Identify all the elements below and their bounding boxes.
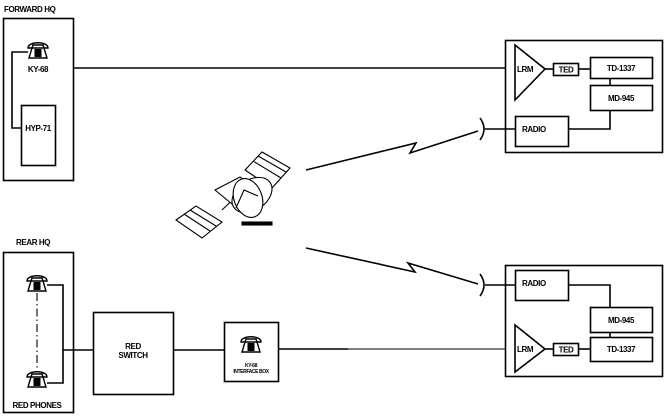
bottom-radio-link bbox=[305, 247, 479, 285]
red-phone-top-icon bbox=[26, 275, 48, 292]
bottom-radio-label: RADIO bbox=[522, 279, 546, 288]
top-radio-box bbox=[514, 115, 570, 148]
phone-to-hyp-line bbox=[11, 51, 28, 129]
top-md945-label: MD-945 bbox=[608, 94, 635, 103]
bottom-antenna-icon bbox=[479, 273, 485, 297]
top-ted-label: TED bbox=[559, 66, 574, 75]
phones-bus-line bbox=[47, 284, 64, 384]
top-antenna-icon bbox=[479, 117, 485, 141]
red-switch-label-line2: SWITCH bbox=[118, 351, 148, 360]
hyp71-box bbox=[20, 104, 57, 167]
top-radio-label: RADIO bbox=[522, 125, 546, 134]
top-radio-link bbox=[305, 130, 479, 171]
red-switch-box bbox=[92, 311, 175, 396]
hyp71-label: HYP-71 bbox=[25, 124, 52, 133]
rear-hq-title: REAR HQ bbox=[16, 238, 50, 247]
ky68-phone-icon bbox=[27, 42, 49, 59]
bottom-lrm-label: LRM bbox=[517, 345, 534, 354]
satellite-icon bbox=[175, 151, 291, 239]
interface-label-line2: INTERFACE BOX bbox=[233, 369, 269, 375]
top-td1337-label: TD-1337 bbox=[607, 64, 636, 73]
bottom-lrm-amplifier bbox=[514, 323, 547, 374]
ky68-label: KY-68 bbox=[28, 65, 49, 74]
top-md945-box bbox=[589, 84, 654, 112]
red-phones-label: RED PHONES bbox=[13, 401, 63, 410]
forward-hq-title: FORWARD HQ bbox=[4, 5, 56, 14]
red-switch-label-line1: RED bbox=[125, 342, 141, 351]
bottom-md945-label: MD-945 bbox=[608, 316, 635, 325]
red-phone-bottom-icon bbox=[26, 371, 48, 388]
bottom-td1337-label: TD-1337 bbox=[607, 345, 636, 354]
top-lrm-label: LRM bbox=[517, 65, 534, 74]
interface-phone-icon bbox=[240, 336, 262, 353]
bottom-td1337-box bbox=[589, 336, 654, 363]
interface-label-line1: KY-68 bbox=[245, 363, 258, 369]
bottom-radio-box bbox=[514, 269, 570, 302]
top-lrm-amplifier bbox=[514, 43, 547, 102]
bottom-md945-box bbox=[589, 306, 654, 334]
bottom-ted-label: TED bbox=[559, 346, 574, 355]
top-td1337-box bbox=[589, 56, 654, 80]
